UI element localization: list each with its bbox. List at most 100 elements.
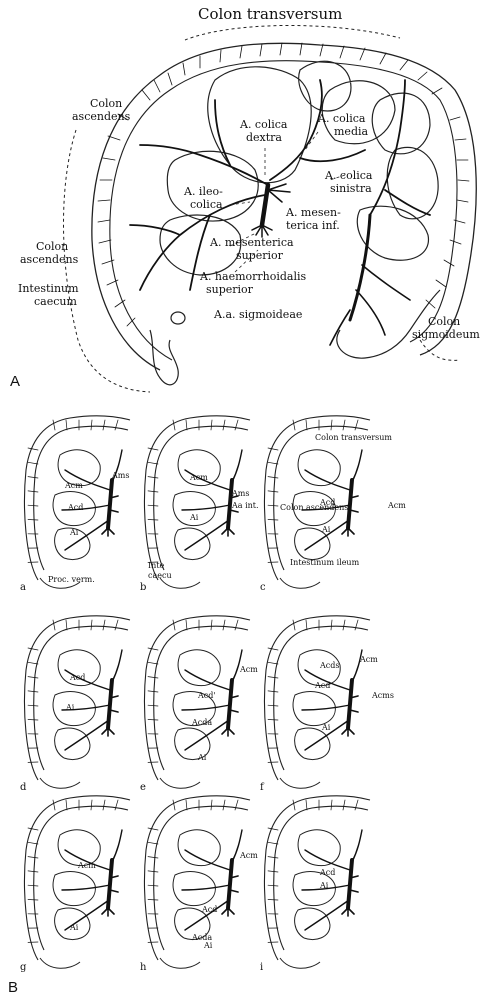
terminal-vasa-recta: [97, 42, 470, 327]
vasa-recta: [27, 419, 119, 563]
label-colon-ascendens-top: Colon: [90, 97, 122, 110]
variant-b-label: Ams: [231, 489, 249, 498]
branches: [61, 649, 123, 751]
branches: [301, 449, 363, 551]
caecum-tip: [159, 577, 201, 589]
variant-letter: c: [260, 582, 266, 593]
label-colon-transversum: Colon transversum: [198, 5, 342, 23]
colon-outline: [263, 795, 371, 961]
caecum-appendix: [149, 329, 179, 386]
haustra: [52, 649, 101, 760]
variant-letter: a: [20, 582, 26, 593]
branches: [61, 449, 123, 551]
caecum-tip: [39, 777, 81, 789]
haustra: [292, 449, 341, 560]
label-colica-media-2: media: [334, 125, 369, 138]
vasa-recta: [147, 419, 239, 563]
branches: [181, 829, 243, 931]
variant-e-label: Acd': [197, 691, 216, 700]
colon-outline: [143, 795, 251, 961]
vasa-recta: [147, 619, 239, 763]
label-mesenterica-sup-2: superior: [236, 249, 284, 262]
variant-a-label: Ams: [111, 471, 129, 480]
variant-letter: i: [260, 962, 263, 973]
variant-d-label: Acd: [69, 673, 85, 682]
variant-c-label: Ai: [321, 525, 331, 534]
variant-f-label: Acm: [359, 655, 378, 664]
colon-outline: [23, 615, 131, 781]
label-colon-ascendens-low-2: ascendens: [20, 253, 79, 266]
variant-letter: b: [140, 582, 146, 593]
a-mesenterica-superior: [259, 182, 271, 228]
label-colon-ascendens-top-2: ascendens: [72, 110, 131, 123]
label-colica-sinistra-2: sinistra: [330, 182, 372, 195]
variant-a-label: Proc. verm.: [48, 575, 95, 584]
vasa-recta: [27, 619, 119, 763]
haustra: [52, 449, 101, 560]
trunk-fan: [221, 695, 239, 737]
vasa-recta: [147, 799, 239, 943]
variant-b-label: Acm: [189, 473, 208, 482]
vasa-recta: [267, 419, 359, 563]
trunk-fan: [101, 695, 119, 737]
vasa-recta: [267, 619, 359, 763]
trunk-fan: [341, 495, 359, 537]
variant-d-label: Ai: [65, 703, 75, 712]
caecum-tip: [39, 957, 81, 969]
label-haemorrhoidalis: A. haemorrhoidalis: [199, 270, 307, 283]
sigmoid-loop: [336, 289, 441, 359]
label-colica-sinistra: A. colica: [324, 169, 373, 182]
caecum-tip: [159, 957, 201, 969]
variant-c-label: Colon ascendens: [280, 503, 348, 512]
label-caecum: caecum: [34, 295, 77, 308]
variant-b-label: Inte: [148, 561, 165, 570]
colon-outline: [143, 415, 251, 581]
branches: [181, 649, 243, 751]
trunk-fan: [101, 875, 119, 917]
variant-h-label: Ai: [203, 941, 213, 950]
colon-outline: [143, 615, 251, 781]
variant-letter: h: [140, 962, 147, 973]
variant-i-label: Acd: [319, 868, 335, 877]
label-ileocolica-2: colica: [190, 198, 223, 211]
variant-c-label: Colon transversum: [315, 433, 392, 442]
variant-e-label: Ai: [197, 753, 207, 762]
colon-haustra: [159, 60, 439, 276]
panel-letter-a: A: [10, 373, 20, 390]
branches: [61, 829, 123, 931]
label-colica-dextra-2: dextra: [246, 131, 282, 144]
label-haemorrhoidalis-2: superior: [206, 283, 254, 296]
mesenteric-fan: [251, 183, 291, 238]
colon-outline-outer: [91, 42, 477, 371]
colon-outline: [23, 795, 131, 961]
vasa-recta: [27, 799, 119, 943]
haustra: [292, 649, 341, 760]
a-mesenterica-inf: [348, 213, 372, 322]
caecum-tip: [279, 957, 321, 969]
variant-a-label: Acm: [64, 481, 83, 490]
label-intestinum: Intestinum: [18, 282, 79, 295]
trunk-fan: [221, 875, 239, 917]
label-mesenterica-sup: A. mesenterica: [209, 236, 294, 249]
variant-f-label: Acds: [319, 661, 339, 670]
variant-e-label: Acda: [191, 718, 212, 727]
variant-letter: d: [20, 782, 27, 793]
label-leaders: [229, 131, 346, 273]
variant-h-label: Acda: [191, 933, 212, 942]
label-colon-ascendens-low: Colon: [36, 240, 68, 253]
colon-outline: [263, 615, 371, 781]
trunk-fan: [101, 495, 119, 537]
variant-b-label: caecu: [148, 571, 172, 580]
caecum-tip: [39, 577, 81, 589]
variant-letter: f: [260, 782, 265, 793]
mesentery-dashed: [63, 24, 461, 393]
